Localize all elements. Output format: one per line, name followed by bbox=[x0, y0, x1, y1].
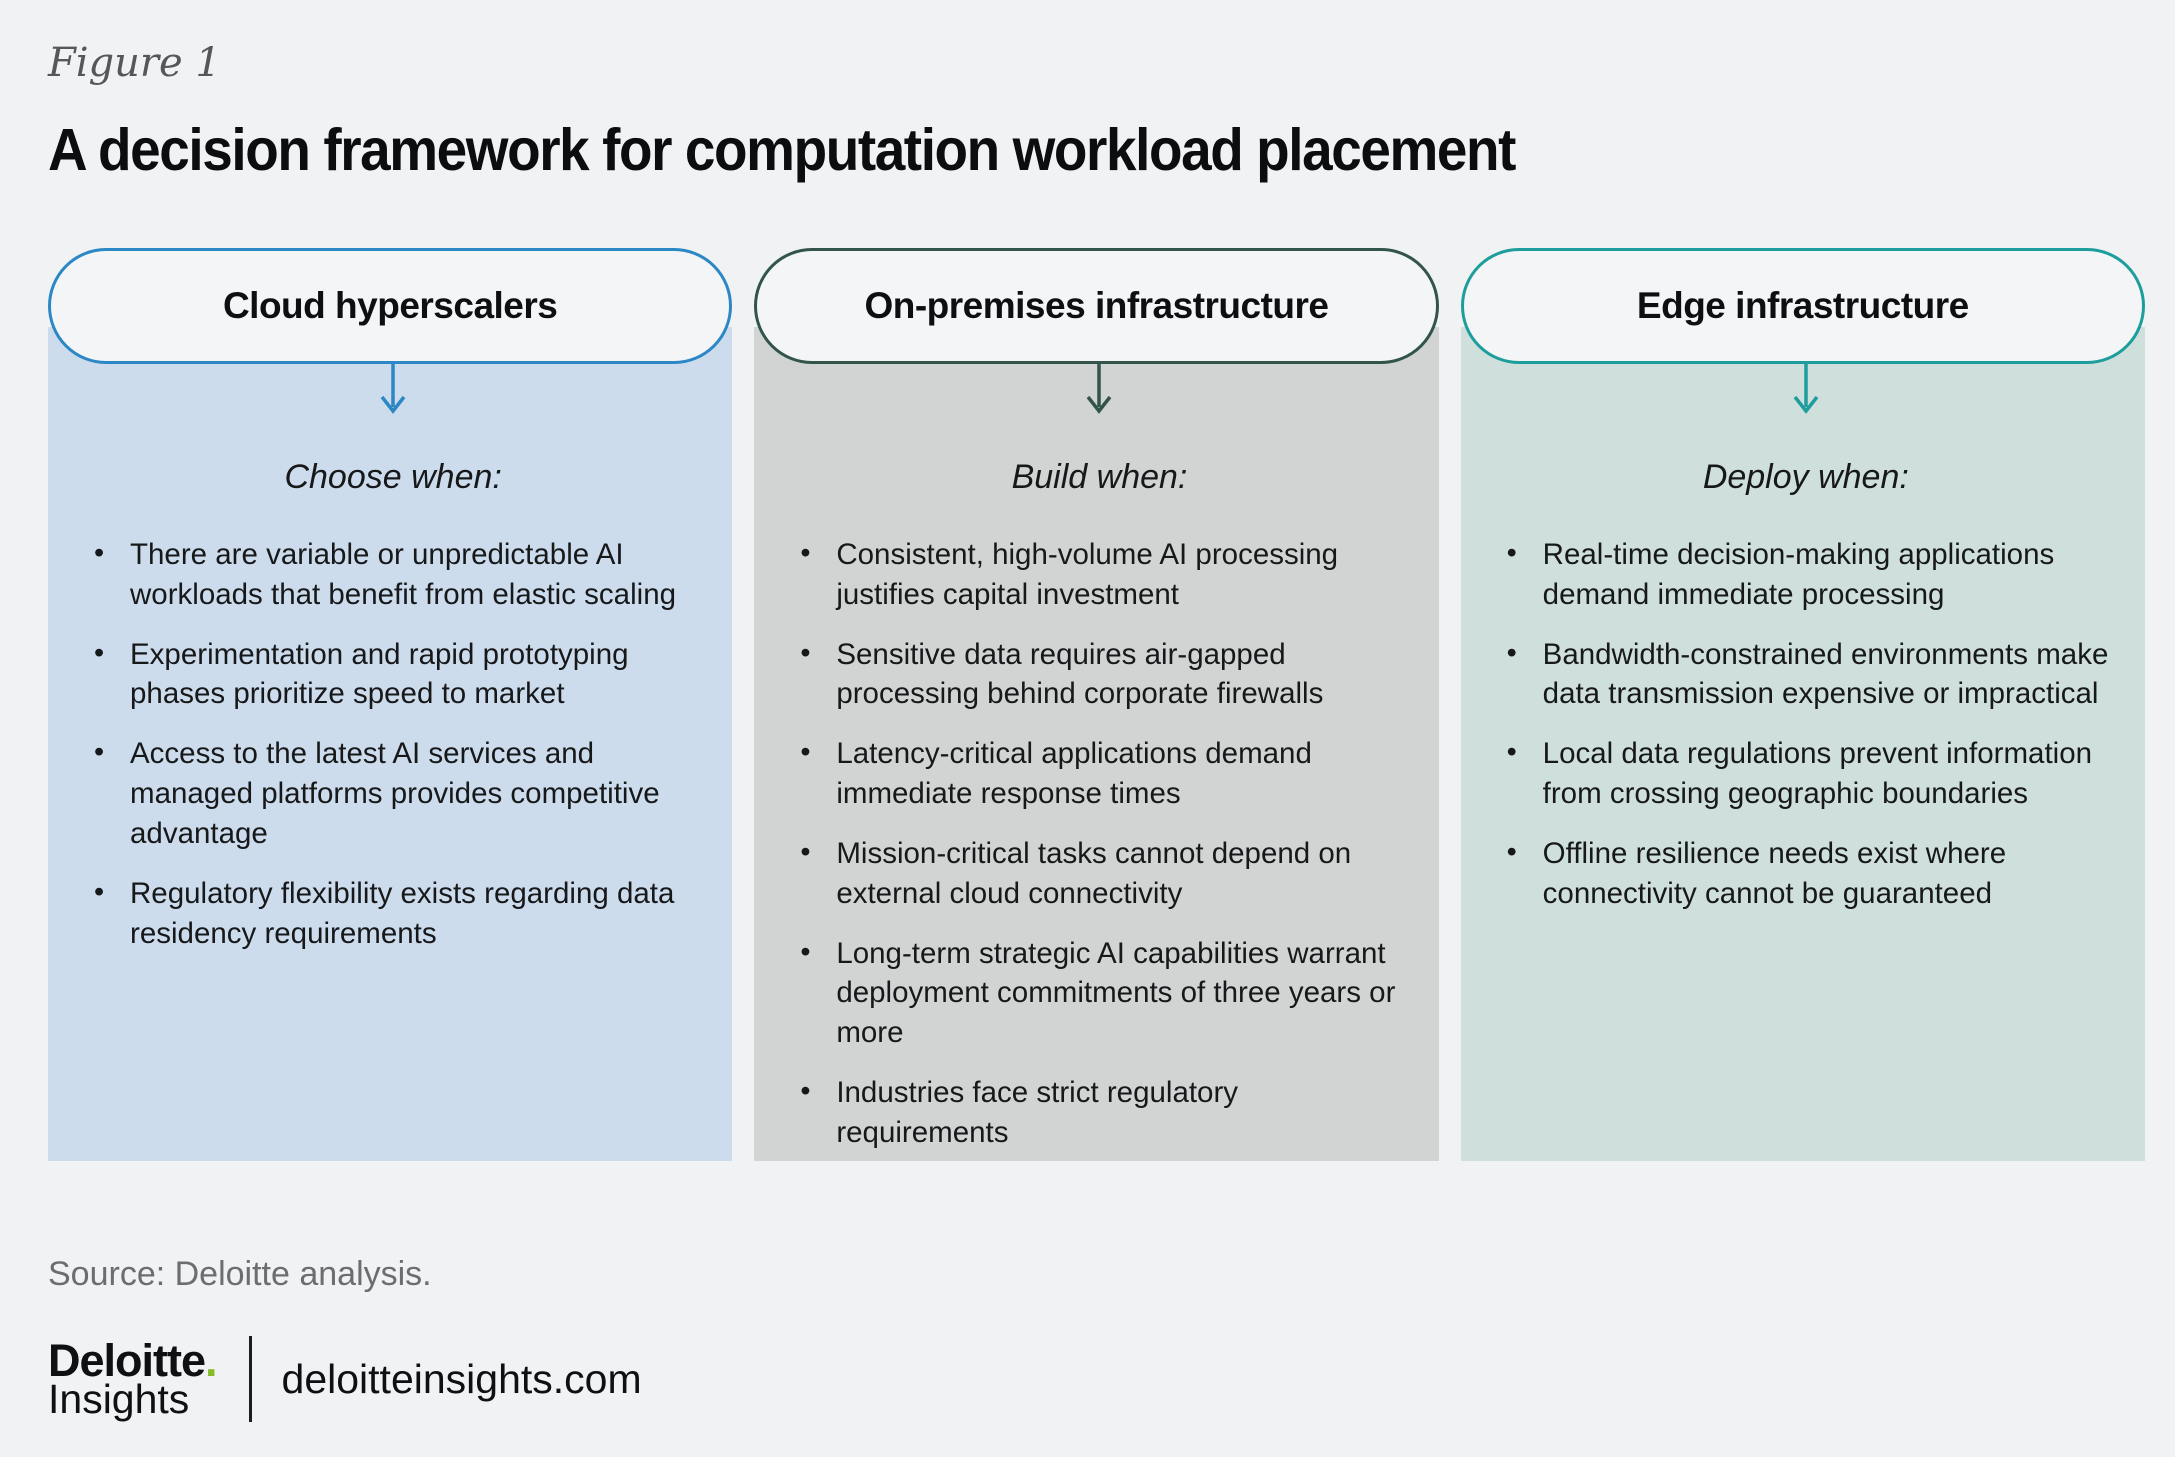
bullet-item: Bandwidth-constrained environments make … bbox=[1501, 634, 2111, 715]
bullet-item: Consistent, high-volume AI processing ju… bbox=[794, 534, 1404, 615]
bullet-item: Latency-critical applications demand imm… bbox=[794, 733, 1404, 814]
bullet-item: Mission-critical tasks cannot depend on … bbox=[794, 833, 1404, 914]
column-header-pill: On-premises infrastructure bbox=[754, 248, 1439, 364]
bullet-item: Experimentation and rapid prototyping ph… bbox=[88, 634, 698, 715]
column-header-label: On-premises infrastructure bbox=[864, 285, 1329, 326]
brand-wordmark: Deloitte. bbox=[48, 1338, 217, 1383]
bullet-item: Sensitive data requires air-gapped proce… bbox=[794, 634, 1404, 715]
bullet-item: There are variable or unpredictable AI w… bbox=[88, 534, 698, 615]
brand-name: Deloitte bbox=[48, 1335, 206, 1386]
column-header-pill: Cloud hyperscalers bbox=[48, 248, 733, 364]
brand-sub-label: Insights bbox=[48, 1376, 190, 1422]
column-on-premises-infrastructure: On-premises infrastructure Build when: C… bbox=[754, 248, 1439, 1161]
page-title: A decision framework for computation wor… bbox=[48, 117, 1516, 183]
decision-columns: Cloud hyperscalers Choose when: There ar… bbox=[48, 248, 2145, 1161]
deloitte-insights-logo: Deloitte. Insights bbox=[48, 1338, 217, 1420]
bullet-item: Local data regulations prevent informati… bbox=[1501, 733, 2111, 814]
column-cloud-hyperscalers: Cloud hyperscalers Choose when: There ar… bbox=[48, 248, 733, 1161]
when-label: Deploy when: bbox=[1702, 458, 1909, 496]
column-body: Deploy when: Real-time decision-making a… bbox=[1460, 327, 2145, 1161]
when-label: Choose when: bbox=[284, 458, 502, 496]
bullet-list: Consistent, high-volume AI processing ju… bbox=[794, 534, 1404, 1153]
column-header-label: Cloud hyperscalers bbox=[222, 285, 558, 326]
footer-divider bbox=[248, 1336, 252, 1422]
bullet-list: Real-time decision-making applications d… bbox=[1501, 534, 2111, 914]
bullet-item: Access to the latest AI services and man… bbox=[88, 733, 698, 853]
source-text: Source: Deloitte analysis. bbox=[48, 1255, 432, 1293]
column-header-pill: Edge infrastructure bbox=[1460, 248, 2145, 364]
column-header-label: Edge infrastructure bbox=[1636, 285, 1969, 326]
bullet-item: Offline resilience needs exist where con… bbox=[1501, 833, 2111, 914]
arrow-down-icon bbox=[1793, 364, 1819, 414]
bullet-item: Industries face strict regulatory requir… bbox=[794, 1072, 1404, 1153]
bullet-item: Regulatory flexibility exists regarding … bbox=[88, 873, 698, 954]
arrow-down-icon bbox=[1087, 364, 1112, 414]
column-body: Build when: Consistent, high-volume AI p… bbox=[754, 327, 1439, 1161]
brand-green-dot-icon: . bbox=[205, 1335, 217, 1386]
figure-label: Figure 1 bbox=[48, 40, 221, 86]
footer-site-text: deloitteinsights.com bbox=[281, 1355, 642, 1402]
bullet-item: Long-term strategic AI capabilities warr… bbox=[794, 932, 1404, 1053]
when-label: Build when: bbox=[1011, 458, 1188, 496]
bullet-item: Real-time decision-making applications d… bbox=[1501, 534, 2111, 615]
bullet-list: There are variable or unpredictable AI w… bbox=[88, 534, 698, 954]
footer: Deloitte. Insights deloitteinsights.com bbox=[48, 1336, 2145, 1422]
arrow-down-icon bbox=[380, 364, 406, 414]
column-edge-infrastructure: Edge infrastructure Deploy when: Real-ti… bbox=[1460, 248, 2145, 1161]
column-body: Choose when: There are variable or unpre… bbox=[48, 327, 733, 1161]
